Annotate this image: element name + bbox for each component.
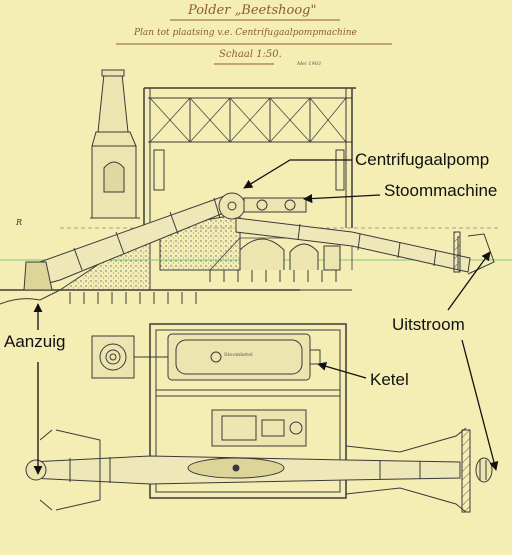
engine-house-plan bbox=[149, 323, 347, 499]
discharge-pipe-section bbox=[235, 217, 495, 275]
plan-view bbox=[25, 323, 493, 513]
engine-arrow bbox=[303, 194, 381, 204]
engine-house bbox=[143, 87, 356, 228]
drawing-scale: Schaal 1:50. bbox=[219, 49, 282, 60]
pipe-plan bbox=[25, 455, 461, 485]
boiler-plan bbox=[167, 333, 321, 381]
outflow-arrow bbox=[447, 251, 491, 311]
centrifugal-pump-section bbox=[218, 192, 307, 220]
engine-plan bbox=[211, 409, 307, 447]
chimney-plan bbox=[91, 335, 135, 379]
drawing-title: Polder „Beetshoog" bbox=[188, 3, 317, 18]
section-view bbox=[0, 69, 512, 305]
label-uitstroom: Uitstroom bbox=[392, 315, 465, 334]
drawing-subtitle: Plan tot plaatsing v.e. Centrifugaalpomp… bbox=[134, 28, 357, 38]
outflow-plan-arrow bbox=[461, 339, 499, 471]
foundation-piles bbox=[69, 270, 337, 304]
label-aanzuig: Aanzuig bbox=[4, 332, 66, 351]
boiler-arrow bbox=[317, 361, 367, 379]
drawing-date: Mei 1903 bbox=[297, 61, 321, 67]
label-stoommachine: Stoommachine bbox=[384, 181, 498, 200]
leader-arrows bbox=[33, 159, 499, 475]
boiler-plate-text: Stoomketel bbox=[224, 352, 253, 358]
reference-mark: R bbox=[16, 218, 23, 227]
label-ketel: Ketel bbox=[370, 370, 409, 389]
pump-arrow bbox=[243, 159, 352, 189]
label-centrifugaalpomp: Centrifugaalpomp bbox=[355, 150, 490, 169]
chimney bbox=[90, 69, 140, 219]
title-underlines bbox=[116, 19, 392, 65]
